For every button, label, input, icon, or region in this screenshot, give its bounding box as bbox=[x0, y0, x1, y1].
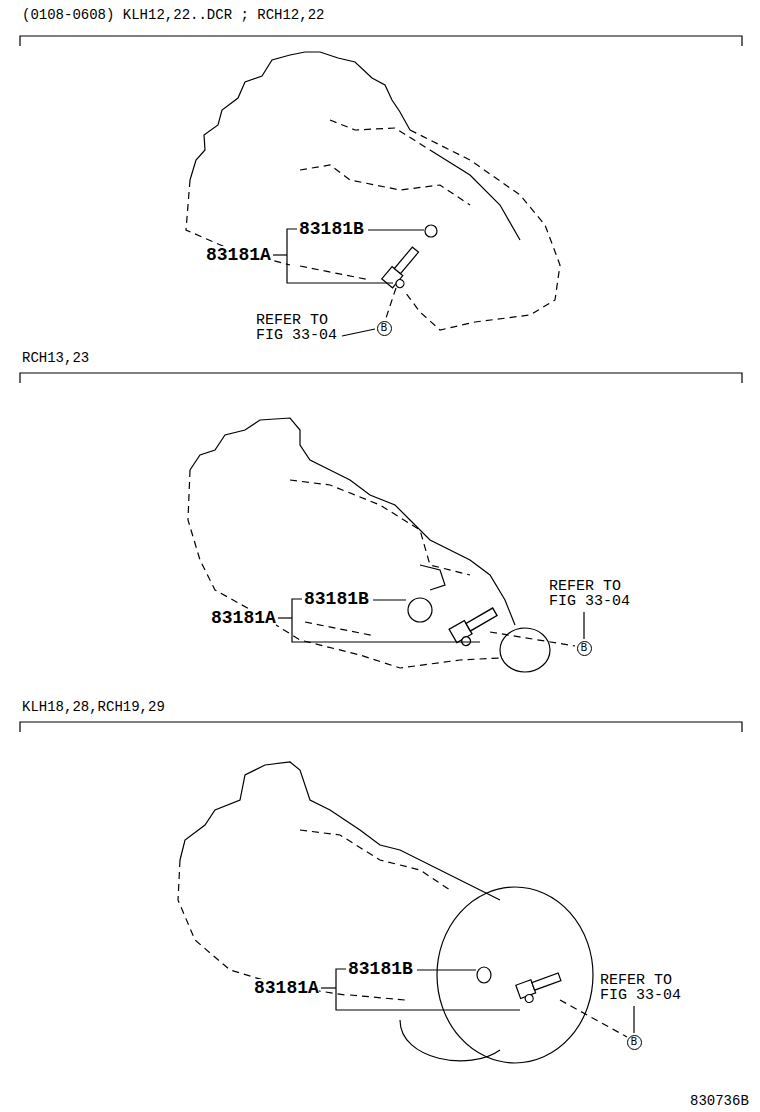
section-heading: RCH13,23 bbox=[22, 351, 89, 365]
transmission-outline bbox=[178, 860, 345, 995]
reference-circle: B bbox=[577, 641, 592, 656]
speed-sensor bbox=[466, 608, 497, 631]
transmission-outline bbox=[190, 52, 410, 180]
reference-circle: B bbox=[377, 321, 392, 336]
o-ring bbox=[425, 225, 437, 237]
section-heading: (0108-0608) KLH12,22..DCR ; RCH12,22 bbox=[22, 8, 324, 22]
reference-letter: B bbox=[631, 1037, 638, 1047]
reference-note: REFER TO FIG 33-04 bbox=[600, 973, 683, 1003]
leader-line bbox=[278, 617, 292, 618]
speed-sensor bbox=[524, 993, 534, 1003]
transmission-outline bbox=[178, 762, 593, 1063]
section-heading: KLH18,28,RCH19,29 bbox=[22, 700, 165, 714]
leader-line bbox=[368, 229, 424, 230]
transmission-outline bbox=[190, 418, 515, 625]
part-number: 83181A bbox=[206, 246, 271, 264]
speed-sensor bbox=[516, 970, 565, 1005]
leader-line bbox=[583, 612, 584, 639]
reference-letter: B bbox=[581, 643, 588, 653]
transmission-outline bbox=[405, 130, 560, 330]
leader-line bbox=[321, 969, 634, 1037]
leader-line bbox=[417, 969, 476, 970]
part-number: 83181B bbox=[348, 960, 413, 978]
leader-line bbox=[321, 987, 336, 988]
transmission-outline bbox=[186, 180, 290, 265]
o-ring bbox=[477, 967, 491, 983]
section-bracket bbox=[20, 373, 742, 383]
transmission-outline bbox=[420, 565, 445, 590]
drawing-number: 830736B bbox=[690, 1094, 749, 1108]
reference-letter: B bbox=[381, 323, 388, 333]
leader-line bbox=[342, 329, 375, 336]
o-ring bbox=[408, 598, 432, 622]
part-number: 83181B bbox=[299, 220, 364, 238]
leader-line bbox=[273, 254, 287, 255]
transmission-outline bbox=[290, 480, 470, 575]
part-number: 83181A bbox=[254, 979, 319, 997]
leader-line bbox=[300, 266, 370, 280]
transmission-outline bbox=[188, 470, 500, 668]
leader-line bbox=[373, 599, 406, 600]
leader-line bbox=[490, 632, 575, 646]
transmission-outline bbox=[300, 830, 450, 890]
transmission-outline bbox=[330, 120, 430, 150]
speed-sensor bbox=[460, 635, 472, 647]
leader-line bbox=[350, 995, 405, 1000]
section-bracket bbox=[20, 722, 742, 732]
transmission-outline bbox=[400, 1020, 500, 1061]
leader-line bbox=[386, 288, 396, 318]
transmission-outline bbox=[430, 150, 520, 240]
speed-sensor bbox=[382, 245, 426, 292]
speed-sensor bbox=[394, 278, 405, 289]
speed-sensor bbox=[532, 973, 561, 990]
reference-note: REFER TO FIG 33-04 bbox=[256, 313, 339, 343]
transmission-outline bbox=[188, 418, 550, 672]
part-number: 83181B bbox=[304, 590, 369, 608]
section-bracket bbox=[20, 36, 742, 46]
transmission-outline bbox=[300, 165, 470, 205]
section-bracket bbox=[20, 36, 742, 732]
speed-sensor bbox=[394, 247, 418, 274]
leader-line bbox=[305, 622, 375, 636]
speed-sensor bbox=[449, 605, 502, 649]
transmission-outline bbox=[437, 887, 593, 1063]
leader-line bbox=[633, 1006, 634, 1033]
leader-line bbox=[560, 1000, 627, 1037]
part-number: 83181A bbox=[211, 609, 276, 627]
reference-circle: B bbox=[627, 1035, 642, 1050]
transmission-outline bbox=[180, 762, 500, 900]
transmission-outline bbox=[186, 52, 560, 330]
reference-note: REFER TO FIG 33-04 bbox=[549, 579, 632, 609]
